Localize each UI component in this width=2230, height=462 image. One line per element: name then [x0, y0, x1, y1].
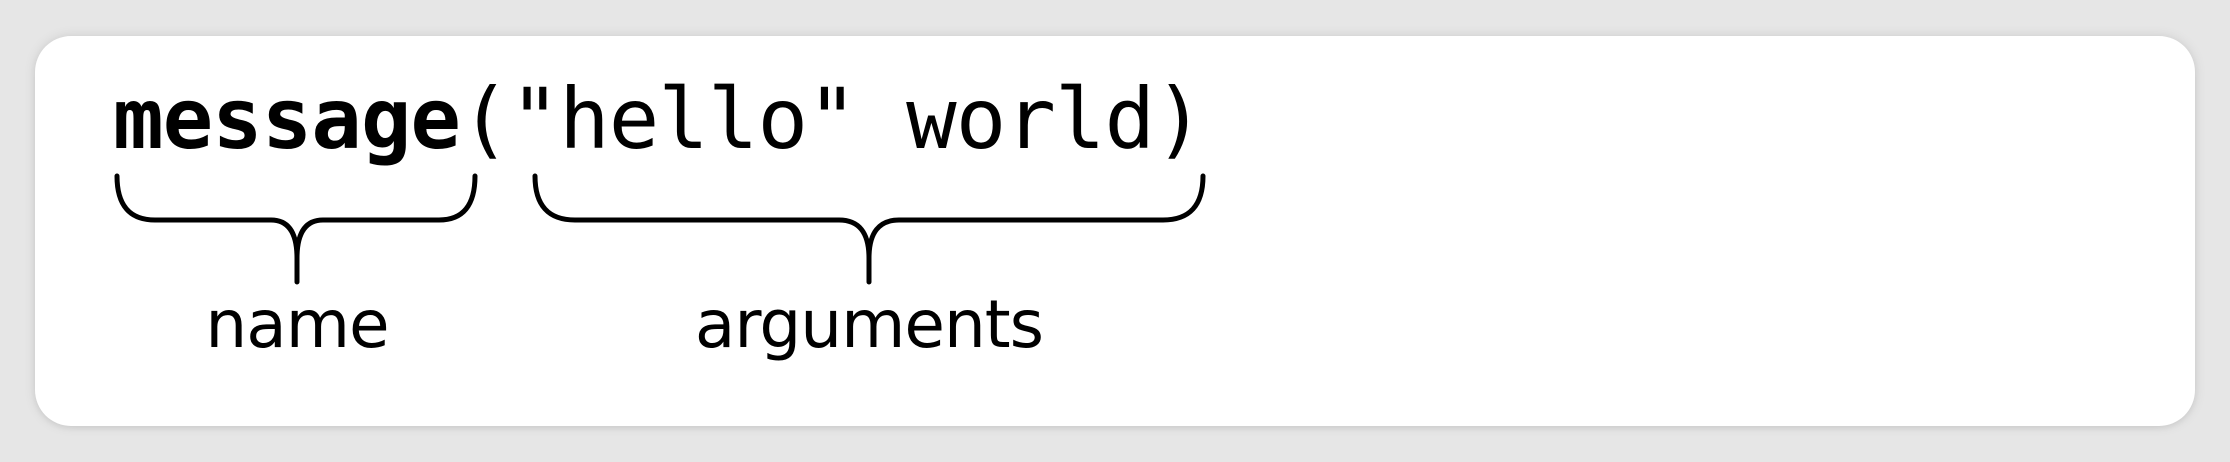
arguments-text: "hello" world [509, 70, 1155, 168]
diagram-card: message("hello" world) name arguments [35, 36, 2195, 426]
brace-annotations [114, 173, 1206, 285]
arguments-brace [532, 173, 1206, 285]
arguments-label: arguments [694, 286, 1044, 363]
function-call-code: message("hello" world) [113, 64, 1205, 174]
open-paren: ( [460, 70, 511, 168]
name-label: name [205, 286, 389, 363]
close-paren: ) [1154, 70, 1205, 168]
function-name: message [113, 70, 461, 168]
name-brace [114, 173, 478, 285]
